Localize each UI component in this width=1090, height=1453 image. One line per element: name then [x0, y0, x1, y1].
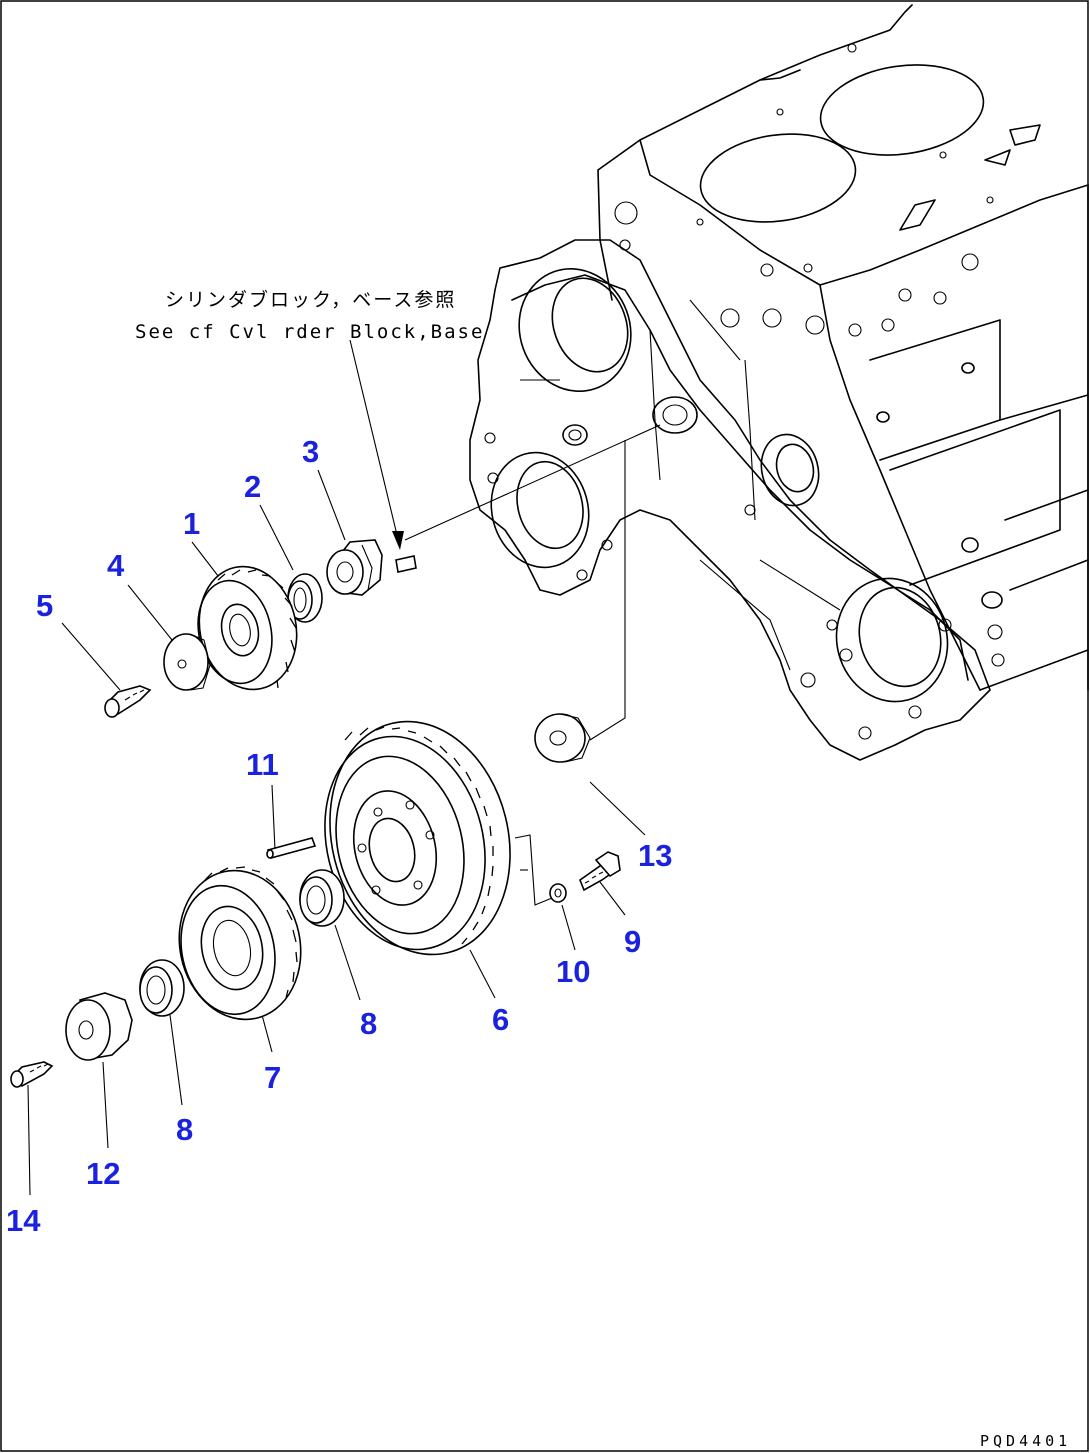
- pin: [266, 837, 317, 859]
- callout-11: 11: [246, 747, 279, 782]
- callout-1: 1: [183, 506, 200, 541]
- gear-7: [178, 866, 302, 1021]
- large-gear: [324, 720, 511, 956]
- callout-4: 4: [107, 548, 125, 583]
- callout-3: 3: [302, 434, 319, 469]
- callout-13: 13: [638, 838, 672, 873]
- callout-8-lower: 8: [176, 1112, 193, 1147]
- callout-5: 5: [36, 588, 53, 623]
- idler-shaft: [326, 539, 383, 596]
- callout-6: 6: [492, 1002, 509, 1037]
- bolt-5: [104, 685, 152, 718]
- spacer-13: [534, 713, 591, 763]
- shaft-12: [65, 992, 133, 1061]
- key-pin: [395, 555, 417, 573]
- drawing-id: PQD4401: [980, 1432, 1071, 1450]
- callout-7: 7: [264, 1060, 281, 1095]
- callout-8-upper: 8: [360, 1006, 377, 1041]
- reference-note-japanese: シリンダブロック，ベース参照: [165, 288, 456, 311]
- washer-10: [549, 883, 567, 903]
- bolt-9: [579, 851, 621, 892]
- thrust-washer: [163, 633, 211, 691]
- callout-2: 2: [244, 469, 261, 504]
- bushing: [287, 573, 323, 623]
- bushing-lower: [139, 959, 185, 1017]
- bolt-14: [10, 1061, 54, 1088]
- bushing-upper: [299, 869, 345, 927]
- callout-12: 12: [86, 1156, 120, 1191]
- leader-lines: [27, 339, 661, 1196]
- callout-14: 14: [6, 1203, 41, 1238]
- callout-9: 9: [624, 924, 641, 959]
- reference-note-english: See cf Cvl rder Block,Base: [135, 321, 484, 343]
- cylinder-block: [469, 4, 1089, 761]
- callout-10: 10: [556, 954, 590, 989]
- idler-gear-small: [197, 565, 298, 691]
